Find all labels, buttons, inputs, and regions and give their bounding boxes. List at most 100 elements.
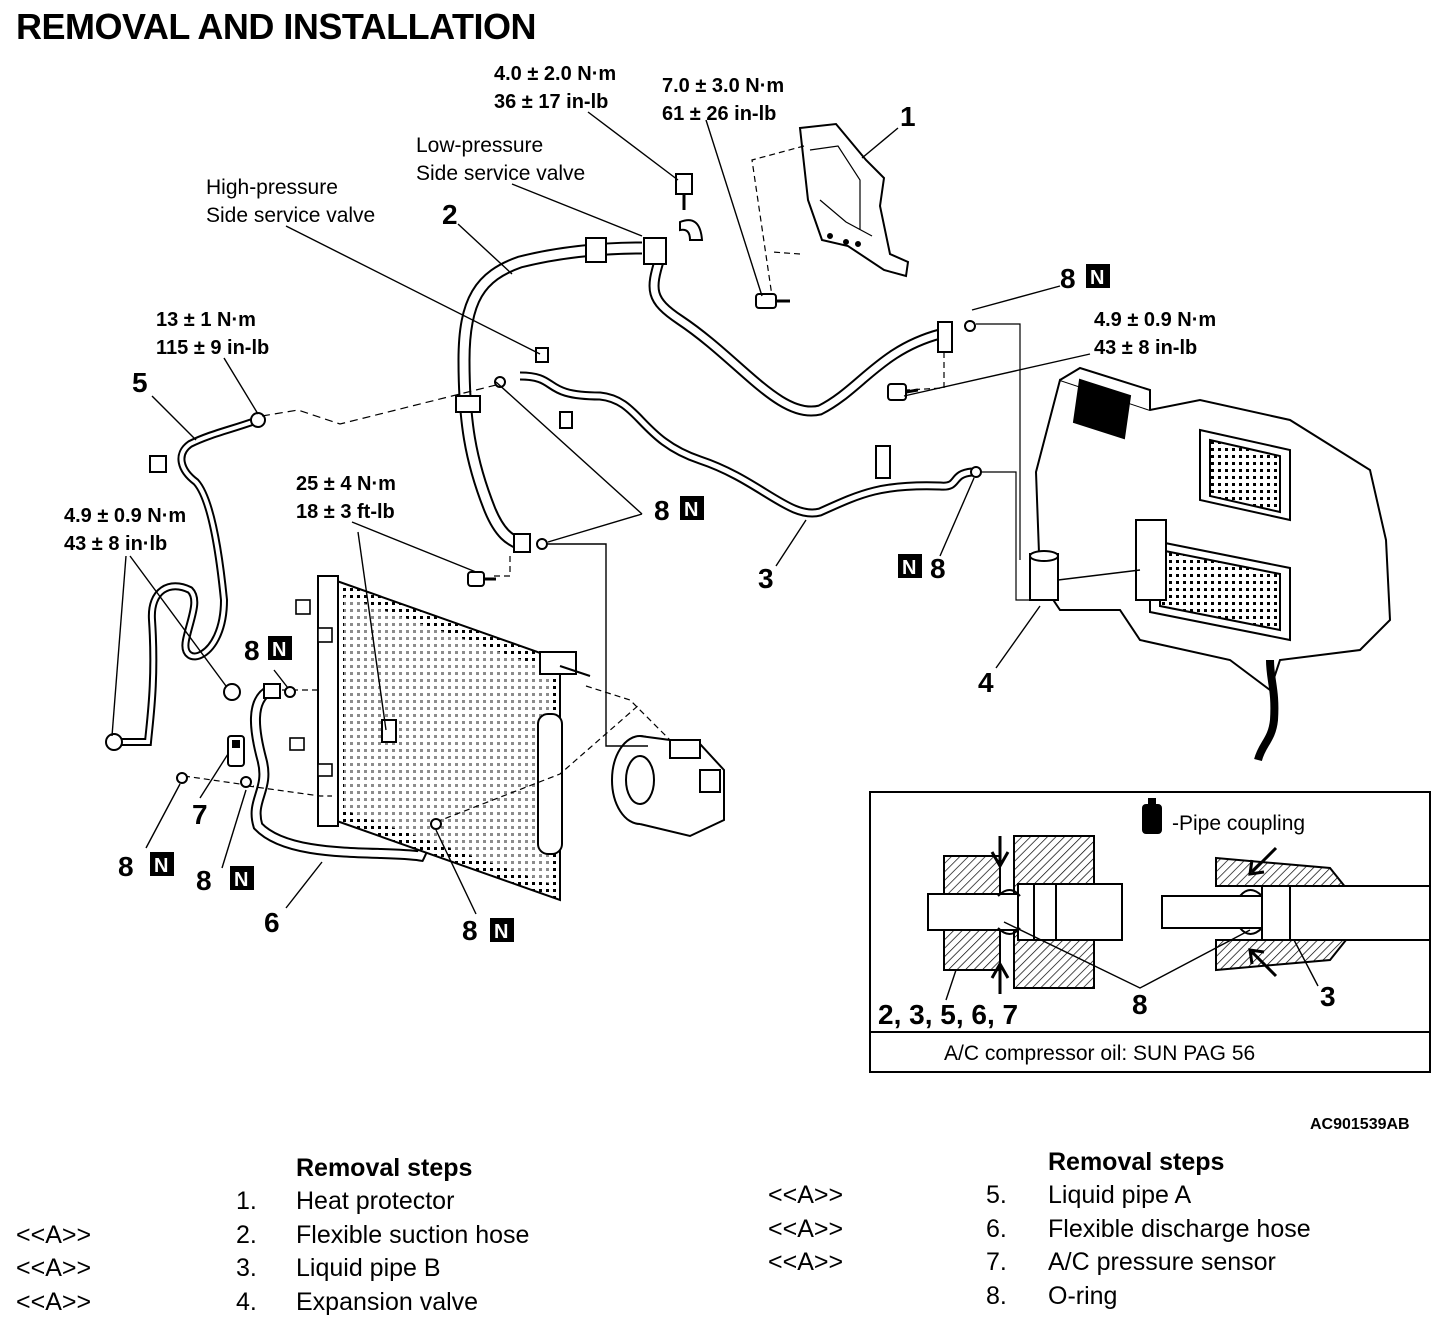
torque-top1-inlb: 36 ± 17 in-lb — [494, 91, 608, 113]
removal-step: <<A>> 7. A/C pressure sensor — [768, 1246, 1448, 1280]
part-number-2: 2 — [442, 199, 458, 230]
step-number: 5. — [986, 1181, 1007, 1209]
part-number-6: 6 — [264, 907, 280, 938]
evaporator-unit — [1034, 366, 1392, 762]
heat-protector-leader — [751, 145, 805, 297]
ac-piping-diagram: 4.0 ± 2.0 N·m 36 ± 17 in-lb 7.0 ± 3.0 N·… — [64, 63, 1431, 1073]
removal-step: 8. O-ring — [768, 1280, 1448, 1314]
step-text: Flexible discharge hose — [1048, 1214, 1311, 1243]
torque-mid-ftlb: 18 ± 3 ft-lb — [296, 501, 395, 523]
leader-lines — [111, 111, 1091, 915]
step-marker: <<A>> — [768, 1214, 844, 1243]
figure-id: AC901539AB — [1310, 1116, 1410, 1133]
removal-step: <<A>> 4. Expansion valve — [16, 1286, 716, 1320]
oring-callout-bottom-mid: 8 N — [196, 865, 254, 896]
step-text: O-ring — [1048, 1281, 1118, 1310]
torque-left-nm: 4.9 ± 0.9 N·m — [64, 505, 186, 527]
part-number-7: 7 — [192, 799, 208, 830]
oring-callout-center: 8 N — [654, 495, 704, 526]
step-number: 8. — [986, 1281, 1007, 1310]
torque-left-inlb: 43 ± 8 in·lb — [64, 533, 167, 555]
step-number: 6. — [986, 1214, 1007, 1243]
coupling-section-left — [927, 835, 1123, 994]
low-pressure-line2: Side service valve — [416, 162, 585, 185]
removal-steps-heading: Removal steps — [1048, 1148, 1225, 1176]
step-marker: <<A>> — [16, 1254, 92, 1282]
oring-number: 8 — [462, 915, 478, 946]
step-marker: <<A>> — [768, 1181, 844, 1209]
removal-step: 1. Heat protector — [16, 1185, 716, 1219]
flexible-suction-hose — [455, 237, 953, 553]
compressor — [611, 735, 725, 838]
torque-right-inlb: 43 ± 8 in-lb — [1094, 337, 1197, 359]
oring-number: 8 — [1060, 263, 1076, 294]
coupling-section-right — [1161, 846, 1431, 978]
heat-protector — [798, 122, 910, 278]
oring-callout-bottom-left: 8 N — [118, 851, 174, 882]
new-part-badge: N — [902, 557, 916, 579]
step-text: Liquid pipe A — [1048, 1181, 1192, 1209]
new-part-badge: N — [272, 639, 286, 661]
removal-step: <<A>> 2. Flexible suction hose — [16, 1219, 716, 1253]
low-pressure-valve-callout: Low-pressure Side service valve — [416, 134, 585, 185]
oring-number: 8 — [654, 495, 670, 526]
expansion-valve — [1029, 550, 1141, 601]
removal-steps-right: Removal steps <<A>> 5. Liquid pipe A <<A… — [768, 1146, 1448, 1313]
torque-mid-nm: 25 ± 4 N·m — [296, 473, 396, 495]
part-number-5: 5 — [132, 367, 148, 398]
new-part-badge: N — [1090, 267, 1104, 289]
step-text: Flexible suction hose — [296, 1220, 530, 1249]
oring-callout-top-right: 8 N — [1060, 263, 1110, 294]
step-marker: <<A>> — [16, 1287, 92, 1316]
inset-label-parts: 2, 3, 5, 6, 7 — [878, 999, 1018, 1030]
torque-5-nm: 13 ± 1 N·m — [156, 309, 256, 331]
removal-step: <<A>> 6. Flexible discharge hose — [768, 1213, 1448, 1247]
ac-pressure-sensor — [227, 735, 245, 767]
step-text: Liquid pipe B — [296, 1254, 441, 1282]
high-pressure-line1: High-pressure — [206, 176, 338, 199]
torque-spec-top1: 4.0 ± 2.0 N·m 36 ± 17 in-lb — [494, 63, 616, 113]
oring-callout-bottom-right: 8 N — [462, 915, 514, 946]
high-pressure-line2: Side service valve — [206, 204, 375, 227]
torque-spec-left: 4.9 ± 0.9 N·m 43 ± 8 in·lb — [64, 505, 186, 555]
removal-steps-left: Removal steps 1. Heat protector <<A>> 2.… — [16, 1152, 716, 1319]
pipe-coupling-legend: -Pipe coupling — [1172, 812, 1305, 835]
part-number-1: 1 — [900, 101, 916, 132]
new-part-badge: N — [494, 921, 508, 943]
step-number: 4. — [236, 1287, 257, 1316]
torque-spec-5: 13 ± 1 N·m 115 ± 9 in-lb — [156, 309, 269, 359]
step-number: 7. — [986, 1248, 1007, 1276]
new-part-badge: N — [234, 869, 248, 891]
oring-callout-condenser-left: 8 N — [244, 635, 292, 666]
oil-can-icon — [1142, 798, 1162, 834]
step-marker: <<A>> — [768, 1248, 844, 1276]
page-title: REMOVAL AND INSTALLATION — [16, 6, 536, 47]
torque-spec-right: 4.9 ± 0.9 N·m 43 ± 8 in-lb — [1094, 309, 1216, 359]
bolt-heat-protector — [755, 293, 790, 309]
bolt-suction-right — [887, 383, 919, 401]
removal-step: <<A>> 3. Liquid pipe B — [16, 1252, 716, 1286]
torque-right-nm: 4.9 ± 0.9 N·m — [1094, 309, 1216, 331]
new-part-badge: N — [154, 855, 168, 877]
low-pressure-line1: Low-pressure — [416, 134, 543, 157]
torque-spec-top2: 7.0 ± 3.0 N·m 61 ± 26 in-lb — [662, 75, 784, 125]
step-text: Heat protector — [296, 1187, 455, 1215]
new-part-badge: N — [684, 499, 698, 521]
inset-label-pipe: 3 — [1320, 981, 1336, 1012]
oring-number: 8 — [118, 851, 134, 882]
step-number: 1. — [236, 1187, 257, 1215]
pipe-coupling-inset: -Pipe coupling 2, 3, 5, — [869, 791, 1431, 1073]
part-number-3: 3 — [758, 563, 774, 594]
torque-5-inlb: 115 ± 9 in-lb — [156, 337, 269, 359]
step-number: 2. — [236, 1220, 257, 1249]
torque-top2-inlb: 61 ± 26 in-lb — [662, 103, 776, 125]
removal-steps-heading: Removal steps — [296, 1154, 473, 1182]
step-text: A/C pressure sensor — [1048, 1248, 1276, 1276]
o-rings — [176, 320, 982, 830]
bolt-suction-top — [675, 173, 704, 241]
step-marker: <<A>> — [16, 1220, 92, 1249]
inset-label-oring: 8 — [1132, 989, 1148, 1020]
condenser — [289, 575, 591, 902]
torque-top2-nm: 7.0 ± 3.0 N·m — [662, 75, 784, 97]
oring-callout-evap: N 8 — [898, 553, 946, 584]
